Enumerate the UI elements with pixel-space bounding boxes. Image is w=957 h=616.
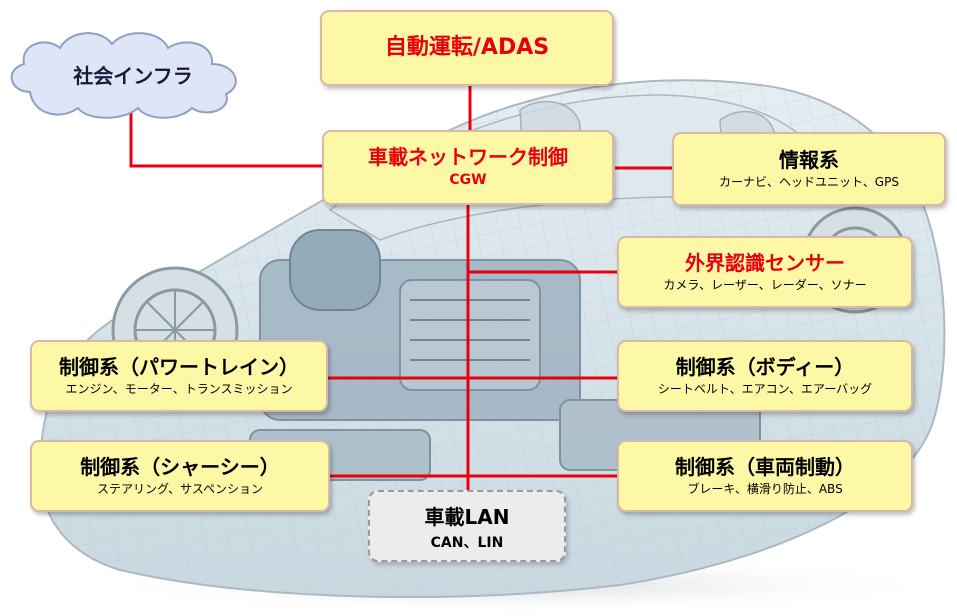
info-system-subtitle: カーナビ、ヘッドユニット、GPS xyxy=(719,175,899,189)
chassis-title: 制御系（シャーシー） xyxy=(80,455,280,479)
cloud-social-infrastructure: 社会インフラ xyxy=(14,52,252,96)
adas-title: 自動運転/ADAS xyxy=(384,35,550,61)
cloud-shape xyxy=(10,32,237,119)
connector-cloud-network xyxy=(129,96,322,168)
lan-title: 車載LAN xyxy=(424,504,510,529)
chassis-subtitle: ステアリング、サスペンション xyxy=(96,482,264,496)
info-system-box: 情報系 カーナビ、ヘッドユニット、GPS xyxy=(672,132,946,206)
network-control-box: 車載ネットワーク制御 CGW xyxy=(322,130,614,205)
body-control-title: 制御系（ボディー） xyxy=(675,355,855,379)
chassis-box: 制御系（シャーシー） ステアリング、サスペンション xyxy=(30,440,330,512)
in-vehicle-lan-box: 車載LAN CAN、LIN xyxy=(368,490,566,562)
network-control-subtitle: CGW xyxy=(449,172,487,189)
info-system-title: 情報系 xyxy=(779,148,839,172)
cloud-label: 社会インフラ xyxy=(73,63,193,88)
body-control-subtitle: シートベルト、エアコン、エアーバッグ xyxy=(657,382,873,396)
vehicle-braking-box: 制御系（車両制動） ブレーキ、横滑り防止、ABS xyxy=(617,440,913,512)
sensor-subtitle: カメラ、レーザー、レーダー、ソナー xyxy=(663,278,867,292)
vehicle-braking-subtitle: ブレーキ、横滑り防止、ABS xyxy=(687,482,843,496)
powertrain-box: 制御系（パワートレイン） エンジン、モーター、トランスミッション xyxy=(30,340,328,412)
vehicle-braking-title: 制御系（車両制動） xyxy=(675,455,855,479)
powertrain-subtitle: エンジン、モーター、トランスミッション xyxy=(65,382,293,396)
sensor-box: 外界認識センサー カメラ、レーザー、レーダー、ソナー xyxy=(617,236,913,308)
network-control-title: 車載ネットワーク制御 xyxy=(368,145,568,170)
body-control-box: 制御系（ボディー） シートベルト、エアコン、エアーバッグ xyxy=(617,340,913,412)
powertrain-title: 制御系（パワートレイン） xyxy=(59,355,299,379)
adas-box: 自動運転/ADAS xyxy=(320,10,614,86)
sensor-title: 外界認識センサー xyxy=(685,251,845,275)
lan-subtitle: CAN、LIN xyxy=(430,534,504,551)
